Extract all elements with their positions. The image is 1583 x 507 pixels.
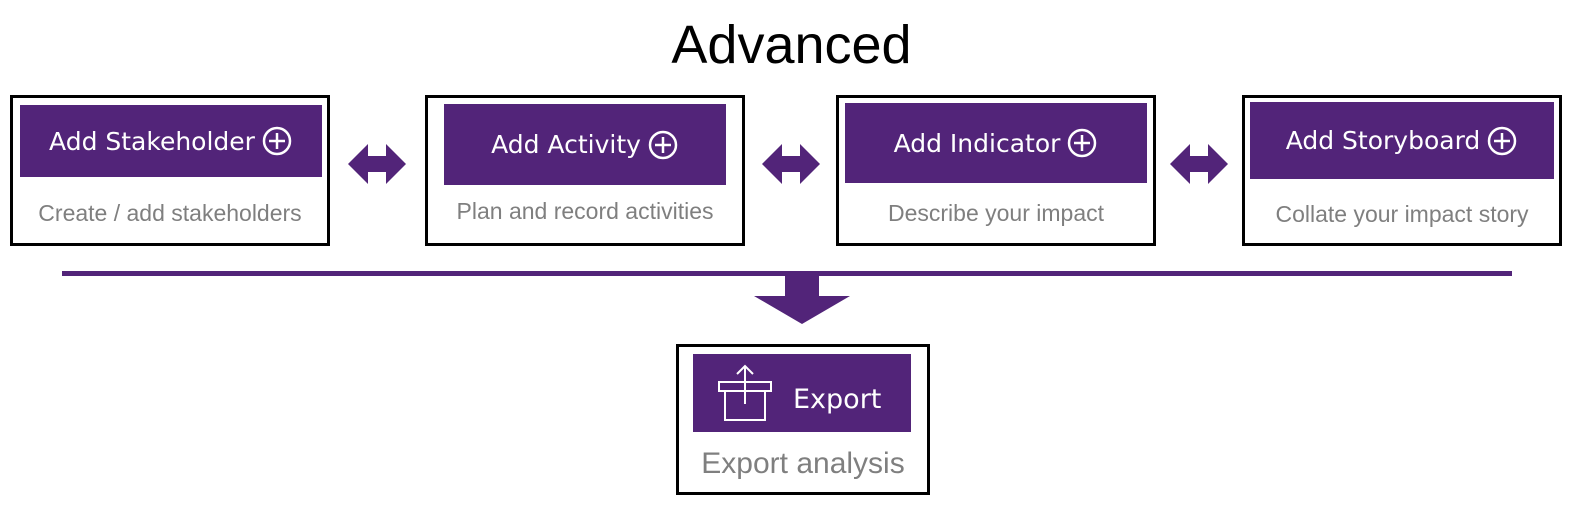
- step-card-storyboard: Add Storyboard Collate your impact story: [1242, 95, 1562, 246]
- add-storyboard-button[interactable]: Add Storyboard: [1250, 102, 1554, 179]
- export-description: Export analysis: [701, 447, 905, 480]
- page-title: Advanced: [671, 15, 912, 75]
- step-card-indicator: Add Indicator Describe your impact: [836, 95, 1156, 246]
- add-stakeholder-button[interactable]: Add Stakeholder: [20, 105, 322, 177]
- step-card-export: Export Export analysis: [676, 344, 930, 495]
- down-arrow-icon: [754, 275, 850, 324]
- export-box-icon: [718, 364, 772, 421]
- activity-description: Plan and record activities: [456, 198, 714, 224]
- export-button[interactable]: Export: [693, 354, 911, 432]
- add-stakeholder-label: Add Stakeholder: [49, 126, 255, 156]
- add-activity-button[interactable]: Add Activity: [444, 104, 726, 185]
- plus-circle-icon: [262, 126, 292, 156]
- storyboard-description: Collate your impact story: [1275, 201, 1529, 227]
- plus-circle-icon: [648, 130, 678, 159]
- add-indicator-button[interactable]: Add Indicator: [845, 103, 1147, 183]
- stakeholder-description: Create / add stakeholders: [38, 200, 302, 226]
- add-indicator-label: Add Indicator: [893, 128, 1061, 158]
- double-arrow-icon: [762, 144, 820, 184]
- flow-divider-line: [62, 271, 1512, 276]
- step-card-activity: Add Activity Plan and record activities: [425, 95, 745, 246]
- indicator-description: Describe your impact: [887, 200, 1105, 226]
- plus-circle-icon: [1488, 126, 1517, 155]
- step-card-stakeholder: Add Stakeholder Create / add stakeholder…: [10, 95, 330, 246]
- export-label: Export: [793, 384, 882, 415]
- double-arrow-icon: [348, 144, 406, 184]
- add-storyboard-label: Add Storyboard: [1285, 126, 1481, 155]
- add-activity-label: Add Activity: [491, 130, 641, 159]
- double-arrow-icon: [1170, 144, 1228, 184]
- plus-circle-icon: [1068, 128, 1097, 158]
